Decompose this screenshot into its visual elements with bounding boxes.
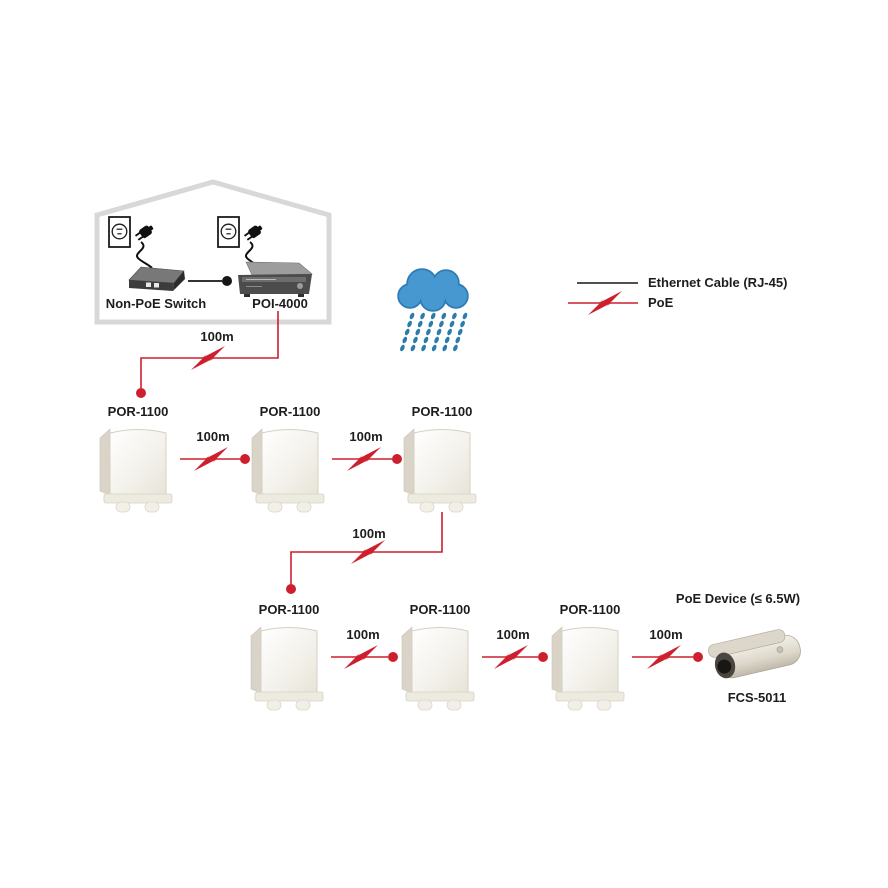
power-cord bbox=[136, 241, 153, 269]
ethernet-endpoint-dot bbox=[222, 276, 232, 286]
link-distance-label-2: 100m bbox=[349, 429, 383, 444]
link-distance-label-4: 100m bbox=[346, 627, 380, 642]
por-1100-unit bbox=[99, 428, 173, 513]
raindrops bbox=[399, 312, 469, 352]
rain-cloud-icon bbox=[397, 268, 469, 312]
ip-camera-icon bbox=[708, 629, 801, 679]
por-1100-label-5: POR-1100 bbox=[409, 602, 471, 617]
camera-model-label: FCS-5011 bbox=[727, 690, 787, 705]
non-poe-switch-device bbox=[128, 266, 185, 291]
por-1100-unit bbox=[401, 626, 475, 711]
power-outlet-icon bbox=[108, 216, 131, 248]
poe-endpoint-dot bbox=[693, 652, 703, 662]
por-1100-unit bbox=[551, 626, 625, 711]
poi-4000-label: POI-4000 bbox=[252, 296, 308, 311]
poe-endpoint-dot bbox=[388, 652, 398, 662]
por-1100-label-6: POR-1100 bbox=[559, 602, 621, 617]
por-1100-unit bbox=[251, 428, 325, 513]
link-distance-label-5: 100m bbox=[496, 627, 530, 642]
power-plug-icon bbox=[134, 222, 156, 242]
legend-ethernet-label: Ethernet Cable (RJ-45) bbox=[648, 275, 788, 290]
power-outlet-icon bbox=[217, 216, 240, 248]
link-distance-label-6: 100m bbox=[649, 627, 683, 642]
link-distance-label-3: 100m bbox=[352, 526, 386, 541]
poe-endpoint-dot bbox=[240, 454, 250, 464]
por-1100-label-3: POR-1100 bbox=[411, 404, 473, 419]
por-1100-unit bbox=[250, 626, 324, 711]
poe-endpoint-dot bbox=[392, 454, 402, 464]
por-1100-label-2: POR-1100 bbox=[259, 404, 321, 419]
poe-device-label: PoE Device (≤ 6.5W) bbox=[675, 591, 801, 606]
house-outline bbox=[94, 179, 332, 325]
poe-endpoint-dot bbox=[136, 388, 146, 398]
por-1100-unit bbox=[403, 428, 477, 513]
poe-endpoint-dot bbox=[286, 584, 296, 594]
por-1100-label-1: POR-1100 bbox=[107, 404, 169, 419]
link-distance-label-1: 100m bbox=[196, 429, 230, 444]
poe-link-unit3-to-unit4 bbox=[290, 512, 443, 584]
non-poe-switch-label: Non-PoE Switch bbox=[105, 296, 207, 311]
poe-endpoint-dot bbox=[538, 652, 548, 662]
link-distance-label-0: 100m bbox=[200, 329, 234, 344]
legend-poe-label: PoE bbox=[648, 295, 674, 310]
poi-4000-device bbox=[238, 261, 313, 297]
por-1100-label-4: POR-1100 bbox=[258, 602, 320, 617]
power-plug-icon bbox=[243, 222, 265, 242]
